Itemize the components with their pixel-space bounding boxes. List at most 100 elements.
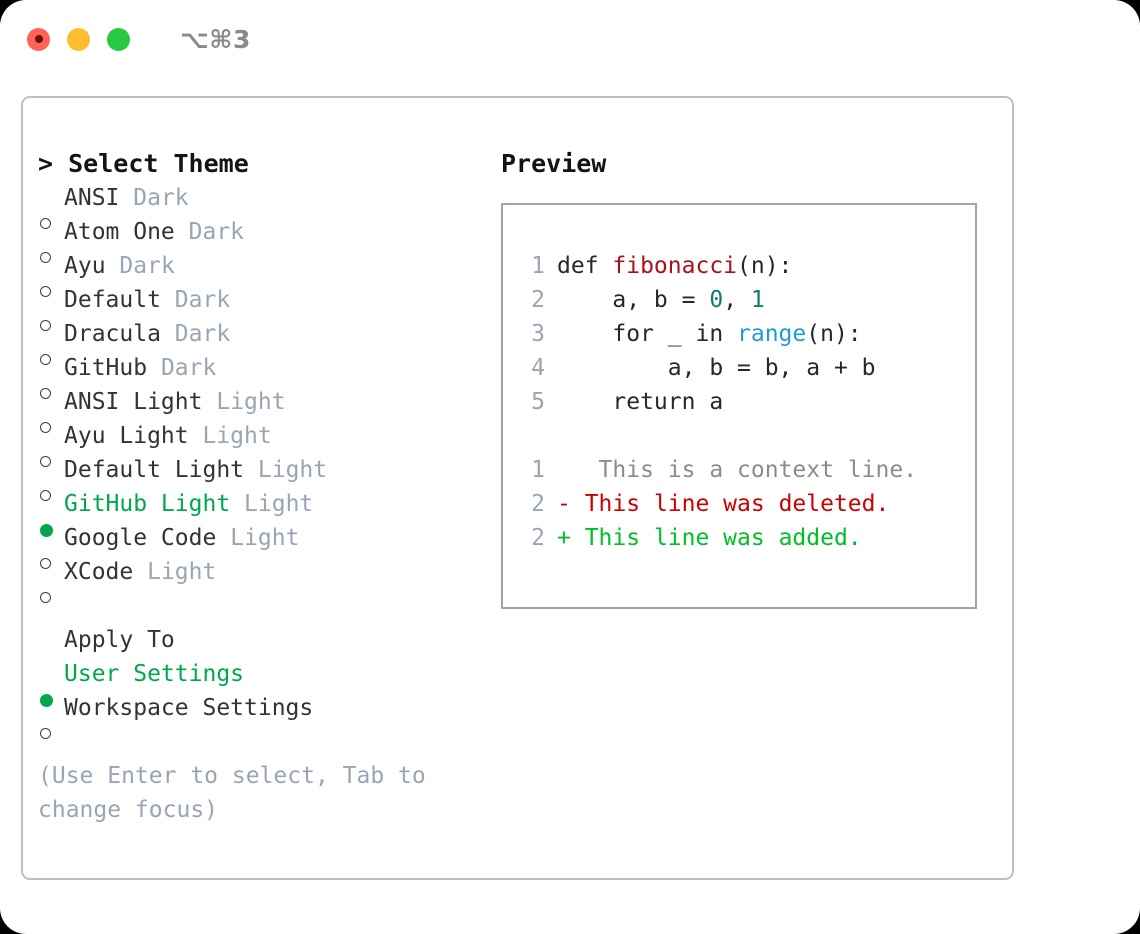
theme-name-label: Ayu Light xyxy=(64,423,189,449)
line-number: 3 xyxy=(531,321,545,347)
theme-name-label: GitHub xyxy=(64,355,148,381)
theme-name-label: Default xyxy=(64,287,161,313)
code-token-plain: return a xyxy=(557,389,724,415)
theme-kind-badge: Light xyxy=(216,389,286,415)
spacer xyxy=(106,249,120,283)
code-line: 5 return a xyxy=(515,385,969,419)
code-token-plain: , xyxy=(723,287,751,313)
theme-kind-badge: Light xyxy=(147,559,217,585)
spacer xyxy=(119,181,133,215)
theme-kind-badge: Dark xyxy=(188,219,245,245)
window-controls xyxy=(27,27,130,51)
diff-marker xyxy=(557,453,571,487)
diff-line: 1 This is a context line. xyxy=(515,453,969,487)
title-bar: ⌥⌘3 xyxy=(0,0,1140,78)
spacer xyxy=(216,521,230,555)
theme-list-item[interactable]: Google Code Light xyxy=(38,521,488,569)
theme-name-label: Default Light xyxy=(64,457,245,483)
theme-name-label: Google Code xyxy=(64,525,217,551)
diff-marker: + xyxy=(557,525,571,551)
theme-kind-badge: Dark xyxy=(133,185,189,211)
maximize-window-button[interactable] xyxy=(107,27,130,51)
minimize-window-button[interactable] xyxy=(67,27,90,51)
line-number: 5 xyxy=(531,389,545,415)
theme-list-item[interactable]: GitHub Light Light xyxy=(38,487,488,537)
code-line: 4 a, b = b, a + b xyxy=(515,351,969,385)
code-token-plain: (n): xyxy=(806,321,862,347)
theme-list-item[interactable]: Default Light Light xyxy=(38,453,488,501)
theme-list-item[interactable]: Ayu Dark xyxy=(38,249,488,297)
code-token-call: range xyxy=(737,321,807,347)
keyboard-hint-text: (Use Enter to select, Tab to change focu… xyxy=(38,763,440,823)
theme-kind-badge: Light xyxy=(230,525,300,551)
theme-list-item[interactable]: Atom One Dark xyxy=(38,215,488,263)
theme-list-item[interactable]: XCode Light xyxy=(38,555,488,603)
code-token-plain: for _ in xyxy=(557,321,738,347)
code-line-text: a, b = b, a + b xyxy=(557,351,876,385)
diff-line-text: This is a context line. xyxy=(570,457,918,483)
line-number: 2 xyxy=(531,491,545,517)
spacer xyxy=(147,351,161,385)
theme-kind-badge: Light xyxy=(244,491,314,517)
code-token-num: 0 xyxy=(709,287,724,313)
theme-list-item[interactable]: GitHub Dark xyxy=(38,351,488,399)
code-line: 1 def fibonacci(n): xyxy=(515,249,969,283)
diff-line: 2 + This line was added. xyxy=(515,521,969,555)
prompt-marker: > xyxy=(38,149,54,178)
spacer xyxy=(175,215,189,249)
theme-list-item[interactable]: ANSI Light Light xyxy=(38,385,488,433)
code-line-text: for _ in range(n): xyxy=(557,317,862,351)
apply-to-title: Apply To xyxy=(64,627,175,653)
theme-list-item[interactable]: ANSI Dark xyxy=(38,181,488,229)
theme-kind-badge: Light xyxy=(257,457,328,483)
line-number: 2 xyxy=(531,525,545,551)
theme-list-item[interactable]: Default Dark xyxy=(38,283,488,331)
line-number: 1 xyxy=(531,253,545,279)
diff-marker: - xyxy=(557,491,571,517)
line-number: 2 xyxy=(531,287,545,313)
code-token-plain: def xyxy=(557,253,613,279)
code-line-text: return a xyxy=(557,385,723,419)
apply-to-option[interactable]: Workspace Settings xyxy=(38,691,488,739)
apply-to-option[interactable]: User Settings xyxy=(38,657,488,707)
apply-to-label: User Settings xyxy=(64,661,245,687)
theme-name-label: XCode xyxy=(64,559,134,585)
line-number: 4 xyxy=(531,355,545,381)
theme-kind-badge: Dark xyxy=(174,287,231,313)
theme-kind-badge: Dark xyxy=(160,355,217,381)
spacer xyxy=(161,317,175,351)
code-token-fn: fibonacci xyxy=(612,253,738,279)
theme-name-label: ANSI Light xyxy=(64,389,203,415)
spacer xyxy=(133,555,147,589)
code-line-text: def fibonacci(n): xyxy=(557,249,792,283)
theme-name-label: Ayu xyxy=(64,253,106,279)
theme-list-item[interactable]: Ayu Light Light xyxy=(38,419,488,467)
diff-line: 2- This line was deleted. xyxy=(515,487,969,521)
diff-line-text: This line was deleted. xyxy=(570,491,890,517)
spacer xyxy=(202,385,216,419)
theme-list-item[interactable]: Dracula Dark xyxy=(38,317,488,365)
diff-line-text: This line was added. xyxy=(570,525,862,551)
spacer xyxy=(189,419,203,453)
spacer xyxy=(230,487,244,521)
code-line: 2 a, b = 0, 1 xyxy=(515,283,969,317)
code-token-plain: a, b = xyxy=(557,287,710,313)
theme-kind-badge: Dark xyxy=(119,253,175,279)
theme-name-label: ANSI xyxy=(64,185,120,211)
close-window-button[interactable] xyxy=(27,27,50,51)
theme-name-label: Dracula xyxy=(64,321,161,347)
code-token-num: 1 xyxy=(750,287,765,313)
theme-name-label: Atom One xyxy=(64,219,175,245)
spacer xyxy=(244,453,258,487)
spacer xyxy=(161,283,175,317)
theme-kind-badge: Dark xyxy=(174,321,231,347)
